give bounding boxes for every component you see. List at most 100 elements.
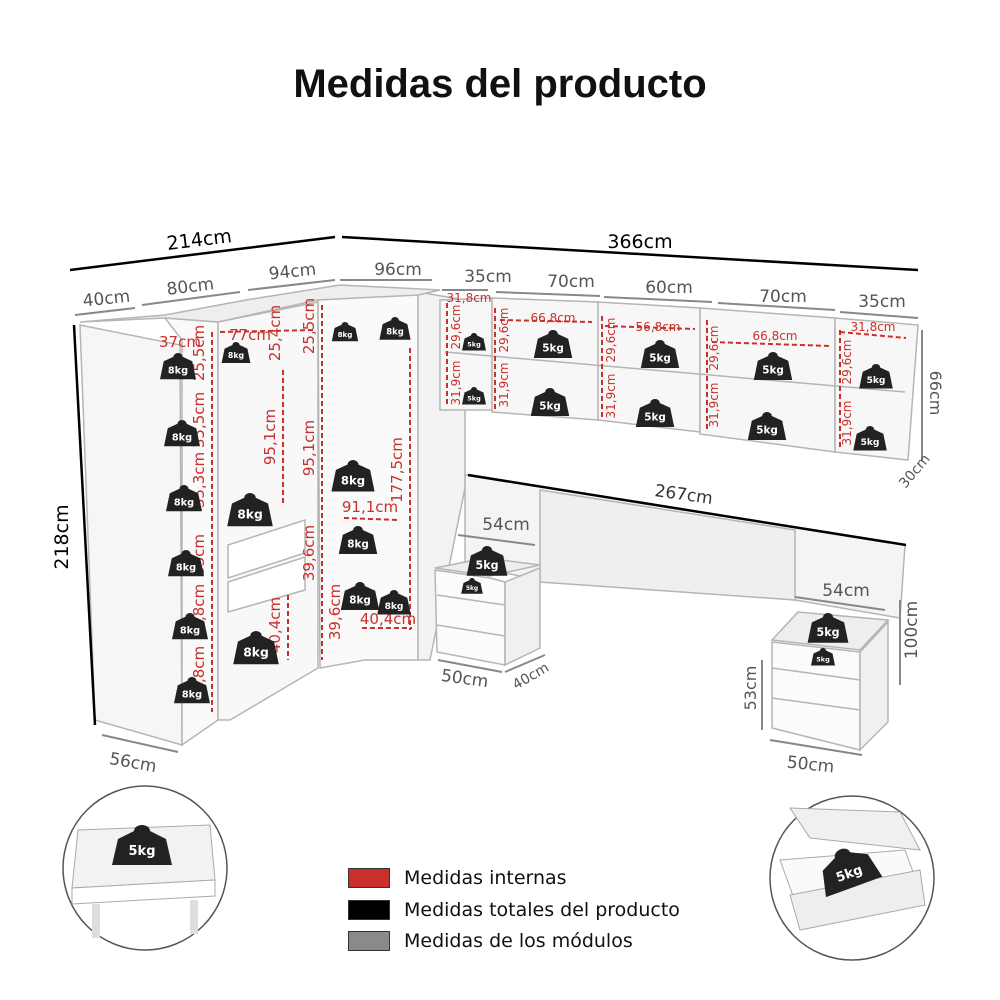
module-dim-56cm: 56cm bbox=[108, 749, 158, 777]
weight-badge-5kg: 5kg bbox=[859, 364, 893, 389]
weight-badge-8kg: 8kg bbox=[174, 677, 210, 704]
weight-badge-5kg: 5kg bbox=[635, 399, 675, 427]
module-dim-35cm-b: 35cm bbox=[858, 292, 906, 312]
int-shelf-29-6cm-b: 29,6cm bbox=[497, 307, 511, 352]
module-dim-40cm: 40cm bbox=[82, 287, 131, 312]
weight-icon bbox=[233, 631, 279, 665]
weight-badge-5kg: 5kg bbox=[466, 546, 508, 576]
legend-row-internal: Medidas internas bbox=[348, 866, 567, 890]
module-dim-70cm-a: 70cm bbox=[547, 272, 595, 292]
weight-icon bbox=[160, 353, 196, 380]
module-dim-70cm-b: 70cm bbox=[759, 287, 807, 307]
weight-label: 5kg bbox=[467, 395, 481, 403]
weight-badge-5kg: 5kg bbox=[811, 648, 835, 666]
weight-icon bbox=[533, 330, 573, 358]
weight-icon bbox=[340, 582, 380, 610]
module-dim-50cm-left: 50cm bbox=[440, 666, 490, 692]
module-dim-66cm: 66cm bbox=[926, 371, 945, 416]
weight-badge-5kg: 5kg bbox=[753, 352, 793, 380]
nightstand-left-side bbox=[504, 566, 541, 667]
weight-label: 8kg bbox=[172, 432, 192, 443]
nightstand-right-side bbox=[859, 620, 889, 752]
weight-label: 5kg bbox=[816, 656, 830, 664]
int-shelf-29-6cm-e: 29,6cm bbox=[840, 339, 854, 384]
module-dim-54cm-right: 54cm bbox=[822, 581, 870, 601]
weight-badge-5kg: 5kg bbox=[853, 426, 887, 451]
int-col3-95-1cm: 95,1cm bbox=[300, 420, 318, 476]
weight-badge-5kg: 5kg bbox=[747, 412, 787, 440]
weight-icon bbox=[168, 550, 204, 577]
int-shelf-29-6cm-a: 29,6cm bbox=[449, 304, 463, 349]
weight-icon bbox=[377, 590, 411, 615]
weight-label: 8kg bbox=[338, 330, 353, 339]
module-dim-60cm: 60cm bbox=[645, 278, 693, 298]
module-dim-100cm: 100cm bbox=[902, 601, 922, 659]
legend-row-total: Medidas totales del producto bbox=[348, 898, 680, 922]
weight-label: 8kg bbox=[180, 625, 200, 636]
weight-icon bbox=[331, 322, 359, 342]
int-col3-25-5cm: 25,5cm bbox=[300, 298, 318, 354]
int-shelf-31-9cm-d: 31,9cm bbox=[707, 382, 721, 427]
weight-label: 5kg bbox=[762, 365, 784, 377]
total-right-width: 366cm bbox=[607, 231, 672, 253]
int-col2-95-1cm: 95,1cm bbox=[261, 409, 279, 465]
module-dimension-lines bbox=[74, 279, 923, 756]
weight-badge-8kg: 8kg bbox=[160, 353, 196, 380]
page-title: Medidas del producto bbox=[293, 62, 707, 106]
wardrobe-top bbox=[79, 284, 441, 323]
int-shelf-29-6cm-d: 29,6cm bbox=[707, 325, 721, 370]
module-dim-96cm: 96cm bbox=[374, 260, 422, 280]
weight-label: 5kg bbox=[539, 401, 561, 413]
weight-icon bbox=[227, 493, 273, 527]
int-col3-177-5cm: 177,5cm bbox=[388, 437, 406, 503]
weight-label: 5kg bbox=[644, 412, 666, 424]
weight-label: 5kg bbox=[867, 376, 886, 386]
int-shelf-56-8cm: 56,8cm bbox=[635, 320, 680, 334]
weight-label: 8kg bbox=[182, 689, 202, 700]
weight-badge-8kg: 8kg bbox=[172, 613, 208, 640]
weight-icon bbox=[635, 399, 675, 427]
drawer-lower bbox=[227, 555, 306, 613]
total-dimension-lines bbox=[69, 235, 919, 726]
legend-label-total: Medidas totales del producto bbox=[404, 899, 680, 921]
weight-icon bbox=[462, 333, 486, 351]
weight-label: 5kg bbox=[649, 353, 671, 365]
legend-label-module: Medidas de los módulos bbox=[404, 930, 633, 952]
int-col2-40-4cm: 40,4cm bbox=[266, 597, 284, 653]
weight-label: 8kg bbox=[347, 539, 369, 551]
int-col3-91-1cm: 91,1cm bbox=[342, 498, 398, 516]
module-dim-50cm-right: 50cm bbox=[786, 753, 835, 778]
weight-badge-8kg: 8kg bbox=[233, 631, 279, 665]
weight-badge-5kg: 5kg bbox=[462, 333, 486, 351]
weight-badge-5kg: 5kg bbox=[807, 613, 849, 643]
weight-icon bbox=[859, 364, 893, 389]
weight-label: 8kg bbox=[349, 595, 371, 607]
int-shelf-31-9cm-a: 31,9cm bbox=[449, 360, 463, 405]
module-dim-54cm-left: 54cm bbox=[482, 515, 530, 535]
weight-icon bbox=[164, 420, 200, 447]
module-dim-40cm-left: 40cm bbox=[510, 660, 552, 693]
weight-badge-8kg: 8kg bbox=[168, 550, 204, 577]
weight-label: 8kg bbox=[341, 473, 365, 487]
weight-badge-8kg: 8kg bbox=[379, 317, 411, 340]
weight-badge-5kg: 5kg bbox=[533, 330, 573, 358]
weight-icon bbox=[640, 340, 680, 368]
weight-icon bbox=[811, 648, 835, 666]
wardrobe-side-panel bbox=[79, 324, 183, 746]
legend-row-module: Medidas de los módulos bbox=[348, 929, 633, 953]
weight-icon bbox=[379, 317, 411, 340]
int-shelf-29-6cm-c: 29,6cm bbox=[604, 317, 618, 362]
weight-badge-8kg: 8kg bbox=[221, 342, 251, 363]
internal-dimension-lines bbox=[211, 303, 907, 712]
weight-icon bbox=[331, 460, 375, 492]
weight-badge-8kg: 8kg bbox=[331, 322, 359, 342]
weight-icon bbox=[753, 352, 793, 380]
weight-icon bbox=[166, 485, 202, 512]
int-col3-39-6cm-b: 39,6cm bbox=[326, 584, 344, 640]
weight-label: 8kg bbox=[174, 497, 194, 508]
int-shelf-31-9cm-b: 31,9cm bbox=[497, 362, 511, 407]
weight-badge-8kg: 8kg bbox=[331, 460, 375, 492]
legend-swatch-module bbox=[348, 931, 390, 951]
